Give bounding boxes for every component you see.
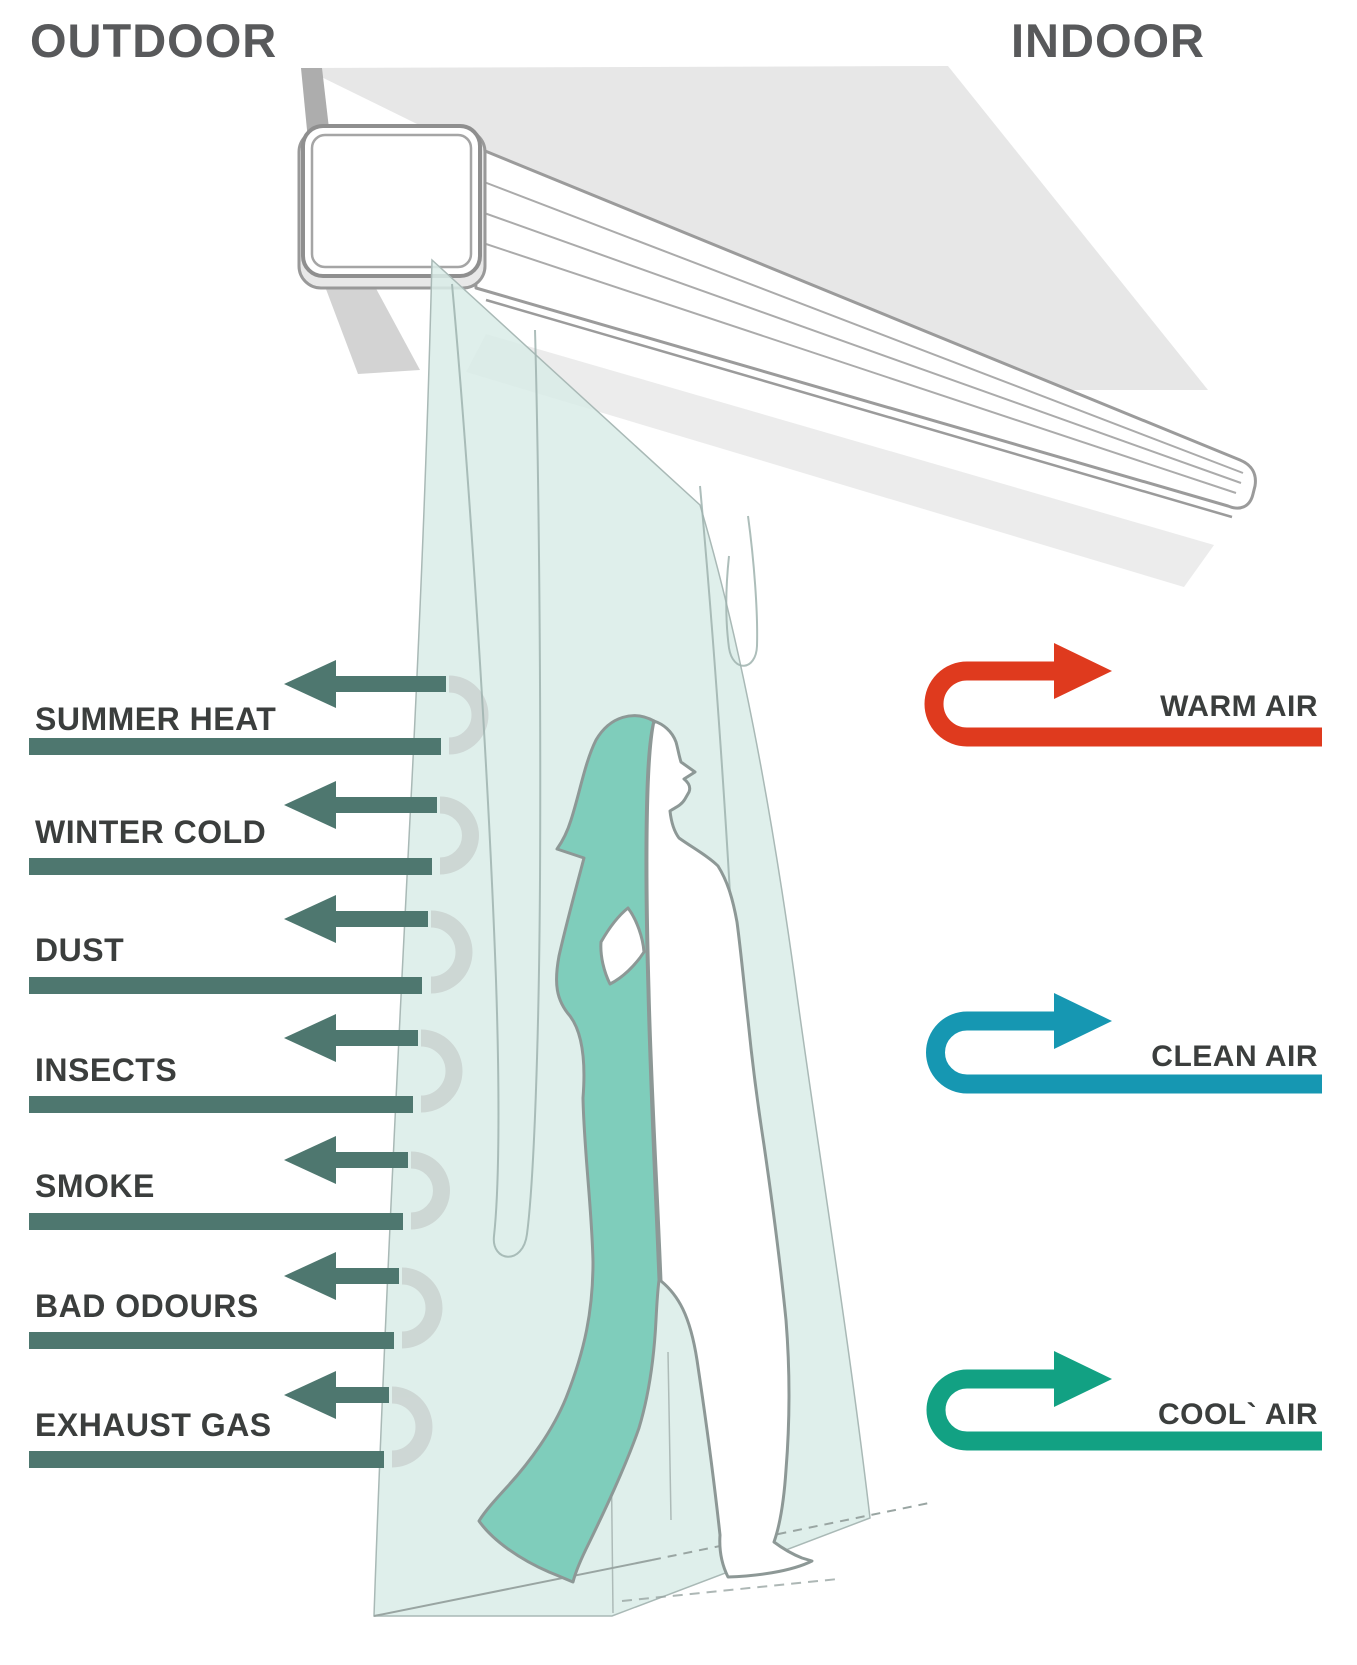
label-bad-odours: BAD ODOURS [35, 1288, 259, 1324]
unit-shadow-band [466, 334, 1214, 587]
air-curtain-unit [297, 124, 1257, 519]
warm-air-arrow [924, 643, 1322, 747]
person-elbow-gap [599, 906, 646, 986]
unit-louver-line [470, 176, 1244, 474]
arrow-shaft [336, 676, 446, 692]
indoor-arrows [924, 643, 1322, 1451]
arrow-shaft [336, 1268, 399, 1284]
insects-arrow [29, 1014, 418, 1113]
u-turn-path [926, 1011, 1322, 1094]
summer-heat-arrow [29, 660, 446, 755]
dust-arrow [29, 895, 428, 994]
deflected-loop [401, 1267, 443, 1349]
deflected-air-loops [391, 675, 489, 1468]
smoke-arrow [29, 1136, 408, 1230]
arrow-shaft [336, 1030, 418, 1046]
winter-cold-arrow [29, 781, 437, 875]
label-summer-heat: SUMMER HEAT [35, 701, 276, 737]
incoming-bar [29, 858, 432, 875]
arrowhead-left-icon [284, 1371, 336, 1419]
arrow-shaft [336, 797, 437, 813]
indoor-title: INDOOR [1011, 14, 1205, 67]
streamline-long-loop [451, 283, 542, 1258]
curtain-fold-line [667, 1351, 672, 1521]
arrowhead-left-icon [284, 1014, 336, 1062]
label-clean-air: CLEAN AIR [1151, 1040, 1318, 1073]
deflected-loop [391, 1386, 433, 1468]
arrowhead-right-icon [1054, 643, 1112, 699]
arrow-shaft [336, 1387, 389, 1403]
person-walking [477, 714, 814, 1584]
floor-line-dashed [621, 1578, 839, 1602]
unit-louver-line [473, 239, 1237, 494]
label-smoke: SMOKE [35, 1168, 155, 1204]
arrowhead-left-icon [284, 781, 336, 829]
arrowhead-left-icon [284, 1252, 336, 1300]
ceiling-surface [303, 66, 1208, 390]
label-insects: INSECTS [35, 1052, 177, 1088]
incoming-bar [29, 1213, 403, 1230]
clean-air-arrow [926, 993, 1322, 1094]
arrowhead-left-icon [284, 660, 336, 708]
floor-lines [373, 1501, 935, 1617]
unit-louver-line [472, 208, 1242, 484]
zone-titles: OUTDOOR INDOOR [30, 14, 1205, 67]
deflected-loop [410, 1151, 450, 1230]
u-turn-path [924, 661, 1322, 747]
unit-outlet-lip [485, 298, 1233, 519]
deflected-loop [420, 1029, 463, 1113]
deflected-loop [448, 675, 489, 755]
person-front-silhouette [645, 719, 814, 1579]
indoor-labels: WARM AIR CLEAN AIR COOL` AIR [1151, 690, 1318, 1431]
label-cool-air: COOL` AIR [1158, 1398, 1318, 1431]
outdoor-labels: SUMMER HEAT WINTER COLD DUST INSECTS SMO… [35, 701, 276, 1443]
exhaust-gas-arrow [29, 1371, 389, 1468]
streamline-short-loop [725, 515, 759, 667]
arrowhead-right-icon [1054, 1351, 1112, 1407]
incoming-bar [29, 1451, 384, 1468]
label-dust: DUST [35, 932, 124, 968]
incoming-bar [29, 1332, 394, 1349]
deflected-loop [439, 796, 479, 875]
incoming-bar [29, 977, 422, 994]
cool-air-arrow [926, 1351, 1322, 1451]
u-turn-path [926, 1369, 1322, 1451]
unit-front-inner-frame [310, 133, 473, 269]
arrow-shaft [336, 911, 428, 927]
label-warm-air: WARM AIR [1160, 690, 1318, 723]
incoming-bar [29, 738, 441, 755]
deflected-loop [430, 910, 473, 994]
label-exhaust-gas: EXHAUST GAS [35, 1407, 272, 1443]
outdoor-title: OUTDOOR [30, 14, 277, 67]
label-winter-cold: WINTER COLD [35, 814, 266, 850]
floor-line [373, 1559, 653, 1617]
bad-odours-arrow [29, 1252, 399, 1349]
arrowhead-right-icon [1054, 993, 1112, 1049]
arrowhead-left-icon [284, 1136, 336, 1184]
incoming-bar [29, 1096, 413, 1113]
outdoor-arrows [29, 660, 446, 1468]
arrow-shaft [336, 1152, 408, 1168]
arrowhead-left-icon [284, 895, 336, 943]
